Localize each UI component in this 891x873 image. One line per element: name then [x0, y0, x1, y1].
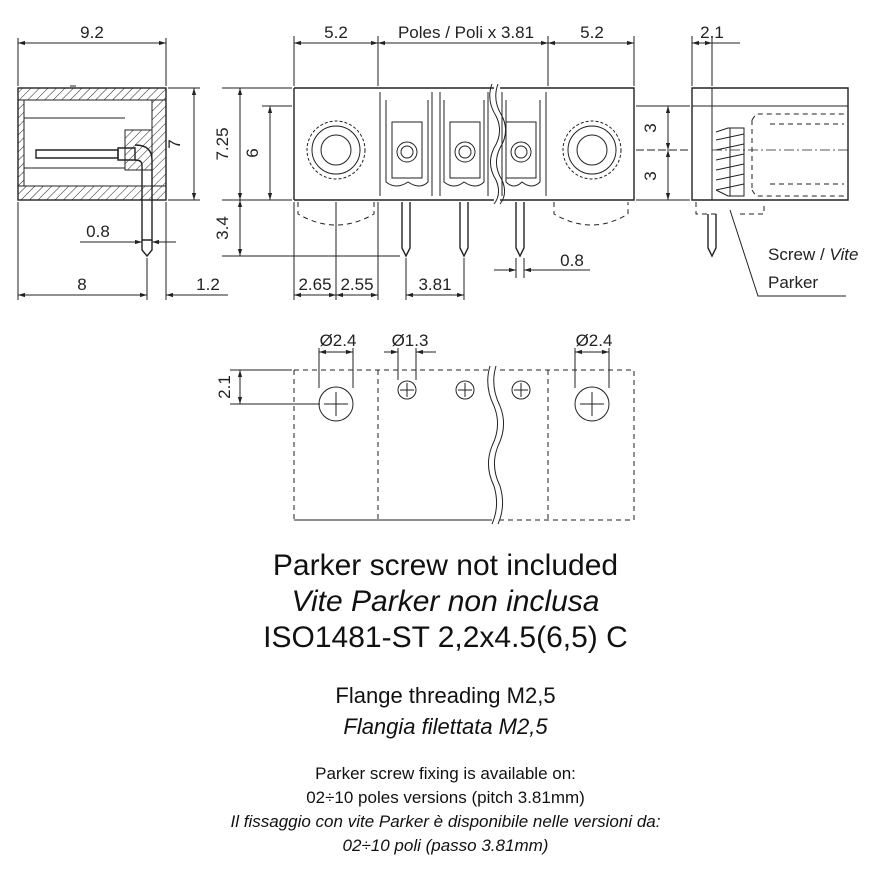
front-dimensions: 5.2 Poles / Poli x 3.81 5.2 7.25 6 3.4 2…	[213, 23, 635, 300]
notes-block-1: Parker screw not included Vite Parker no…	[0, 548, 891, 656]
dim-side-height: 7	[165, 139, 184, 148]
note-flange-threading: Flange threading M2,5	[335, 683, 556, 708]
dim-half-height-top: 3	[641, 123, 660, 132]
right-side-dimensions: 2.1 3 3 Screw / Vite Parker	[636, 23, 858, 297]
callout-parker-label: Parker	[768, 273, 818, 292]
dim-bottom-left: 8	[77, 275, 86, 294]
dim-flange-right: 5.2	[580, 23, 604, 42]
dim-body-height: 6	[243, 148, 262, 157]
dim-half-height-bottom: 3	[641, 171, 660, 180]
note-iso-spec: ISO1481-ST 2,2x4.5(6,5) C	[263, 621, 628, 654]
technical-drawing: 9.2 7 0.8 8 1.2	[17, 23, 858, 525]
note-versions-it: 02÷10 poli (passo 3.81mm)	[342, 836, 549, 855]
dim-side-right-width: 2.1	[700, 23, 724, 42]
note-availability-it: Il fissaggio con vite Parker è disponibi…	[230, 812, 661, 831]
dim-offset-b: 2.55	[340, 275, 373, 294]
note-versions: 02÷10 poles versions (pitch 3.81mm)	[306, 788, 585, 807]
pcb-dimensions: Ø2.4 Ø1.3 Ø2.4 2.1	[215, 331, 613, 405]
note-availability: Parker screw fixing is available on:	[315, 764, 576, 783]
callout-screw-label: Screw / Vite	[768, 245, 858, 264]
dim-pitch: 3.81	[418, 275, 451, 294]
dim-pin-thickness-front: 0.8	[560, 251, 584, 270]
dim-side-width: 9.2	[80, 23, 104, 42]
notes-block-2: Flange threading M2,5 Flangia filettata …	[0, 680, 891, 742]
dim-hole-large-left: Ø2.4	[320, 331, 357, 350]
side-dimensions: 9.2 7 0.8 8 1.2	[17, 23, 228, 300]
note-parker-not-included-it: Vite Parker non inclusa	[291, 585, 600, 618]
notes-block-3: Parker screw fixing is available on: 02÷…	[0, 762, 891, 858]
dim-hole-large-right: Ø2.4	[576, 331, 613, 350]
dim-flange-left: 5.2	[324, 23, 348, 42]
dim-poles-pitch: Poles / Poli x 3.81	[398, 23, 534, 42]
dim-pin-length: 3.4	[213, 216, 232, 240]
note-parker-not-included: Parker screw not included	[272, 549, 619, 582]
front-view	[293, 83, 635, 258]
note-flange-threading-it: Flangia filettata M2,5	[343, 714, 548, 739]
pcb-hole-layout	[293, 365, 635, 525]
dim-pin-thickness-side: 0.8	[86, 222, 110, 241]
dim-hole-small: Ø1.3	[392, 331, 429, 350]
side-section-view	[17, 85, 167, 258]
dim-bottom-right: 1.2	[196, 275, 220, 294]
dim-total-height: 7.25	[213, 127, 232, 160]
right-side-view	[691, 87, 849, 258]
dim-offset-a: 2.65	[298, 275, 331, 294]
dim-hole-offset: 2.1	[215, 375, 234, 399]
